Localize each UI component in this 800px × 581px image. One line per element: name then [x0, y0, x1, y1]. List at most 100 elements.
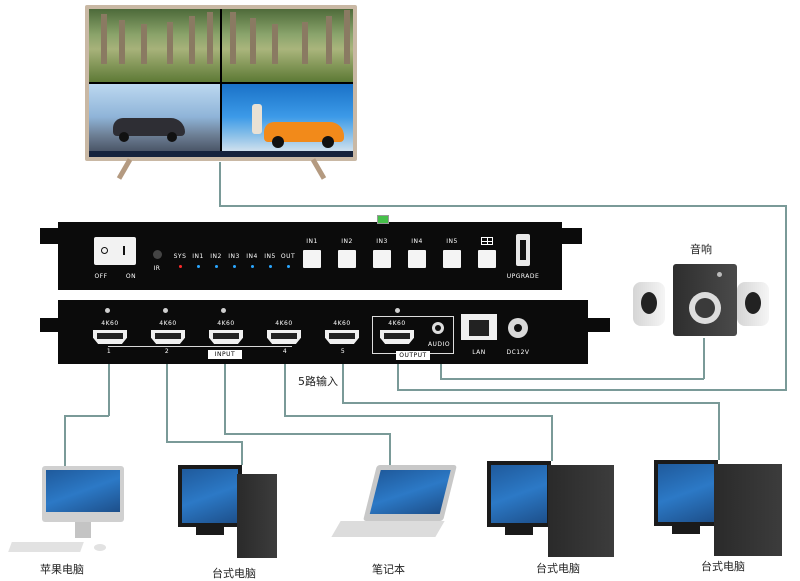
hdmi-num-label: 4 [282, 348, 288, 355]
screw-icon [163, 308, 168, 313]
hdmi-res-label: 4K60 [333, 320, 351, 327]
hdmi-input-4-port[interactable] [267, 330, 301, 344]
led-label: OUT [280, 253, 296, 260]
hdmi-num-label: 2 [164, 348, 170, 355]
tv-leg-left [116, 158, 133, 180]
screen-quadrant-4 [222, 84, 353, 157]
wire-input-3 [224, 358, 226, 434]
screen-taskbar [89, 151, 353, 157]
led-label: IN2 [210, 253, 222, 260]
screen-quadrant-3 [89, 84, 220, 157]
wire-hdmi-out [397, 389, 787, 391]
wire-input-5 [342, 402, 719, 404]
hdmi-res-label: 4K60 [101, 320, 119, 327]
wire-input-3 [389, 433, 391, 465]
screw-icon [395, 308, 400, 313]
wire-audio [440, 378, 704, 380]
speaker-caption: 音响 [690, 243, 712, 256]
input-label: INPUT [208, 350, 242, 359]
dc-power-jack-icon[interactable] [508, 318, 528, 338]
keyboard-icon [8, 542, 84, 552]
screw-icon [221, 308, 226, 313]
power-off-icon [101, 247, 108, 254]
desktop-monitor-icon [487, 461, 551, 527]
speaker-right-icon [737, 282, 769, 326]
desktop-monitor-icon [178, 465, 242, 527]
wire-hdmi-out [219, 162, 221, 206]
laptop-caption: 笔记本 [372, 563, 405, 576]
led-label: SYS [173, 253, 187, 260]
wire-input-4 [551, 415, 553, 461]
hdmi-res-label: 4K60 [159, 320, 177, 327]
wire-input-5 [718, 402, 720, 460]
monitor-stand [505, 527, 533, 535]
power-indicator-icon [377, 215, 389, 224]
wire-input-2 [166, 350, 168, 442]
hdmi-input-3-port[interactable] [209, 330, 243, 344]
lan-label: LAN [472, 349, 486, 356]
desktop2-caption: 台式电脑 [536, 562, 580, 575]
led-label: IN3 [228, 253, 240, 260]
lan-port-icon[interactable] [461, 314, 497, 340]
desktop-tower-icon [548, 465, 614, 557]
screen-quadrant-2 [222, 9, 353, 82]
input-bracket [108, 346, 292, 347]
power-on-icon [123, 246, 125, 255]
power-switch[interactable] [94, 237, 136, 265]
led-in5 [269, 265, 272, 268]
wire-input-2 [166, 441, 242, 443]
imac-icon [42, 466, 124, 522]
hdmi-input-2-port[interactable] [151, 330, 185, 344]
wire-hdmi-out [397, 355, 399, 390]
desktop-tower-icon [237, 474, 277, 558]
led-in2 [215, 265, 218, 268]
output-res-label: 4K60 [388, 320, 406, 327]
ir-label: IR [153, 265, 161, 272]
in2-button[interactable] [338, 250, 356, 268]
hdmi-num-label: 5 [340, 348, 346, 355]
hdmi-output-port[interactable] [380, 330, 414, 344]
speaker-left-icon [633, 282, 665, 326]
button-label: IN5 [446, 238, 458, 245]
wire-hdmi-out [785, 205, 787, 391]
wire-input-3 [224, 433, 390, 435]
power-on-label: ON [125, 273, 137, 280]
output-label: OUTPUT [396, 351, 430, 360]
wire-audio [703, 338, 705, 379]
mouse-icon [94, 544, 106, 551]
hdmi-num-label: 1 [106, 348, 112, 355]
monitor-stand [672, 526, 700, 534]
dc-label: DC12V [506, 349, 530, 356]
led-in3 [233, 265, 236, 268]
button-label: IN1 [306, 238, 318, 245]
desktop-monitor-icon [654, 460, 718, 526]
hdmi-res-label: 4K60 [275, 320, 293, 327]
hdmi-input-1-port[interactable] [93, 330, 127, 344]
hdmi-input-5-port[interactable] [325, 330, 359, 344]
laptop-base-icon [331, 521, 445, 537]
upgrade-label: UPGRADE [506, 273, 540, 280]
audio-label: AUDIO [427, 341, 451, 348]
audio-jack-icon[interactable] [432, 322, 444, 334]
led-label: IN4 [246, 253, 258, 260]
wire-input-5 [342, 355, 344, 403]
button-label: IN3 [376, 238, 388, 245]
rear-panel [58, 300, 588, 364]
in3-button[interactable] [373, 250, 391, 268]
led-in1 [197, 265, 200, 268]
wire-input-1 [64, 415, 109, 417]
button-label: IN4 [411, 238, 423, 245]
multiview-icon [481, 237, 493, 245]
in4-button[interactable] [408, 250, 426, 268]
wire-input-4 [284, 415, 552, 417]
led-sys [179, 265, 182, 268]
multiview-button[interactable] [478, 250, 496, 268]
screen-quadrant-1 [89, 9, 220, 82]
in1-button[interactable] [303, 250, 321, 268]
desktop-tower-icon [714, 464, 782, 556]
in5-button[interactable] [443, 250, 461, 268]
subwoofer-icon [673, 264, 737, 336]
power-off-label: OFF [94, 273, 108, 280]
wire-input-2 [241, 441, 243, 465]
led-label: IN5 [264, 253, 276, 260]
